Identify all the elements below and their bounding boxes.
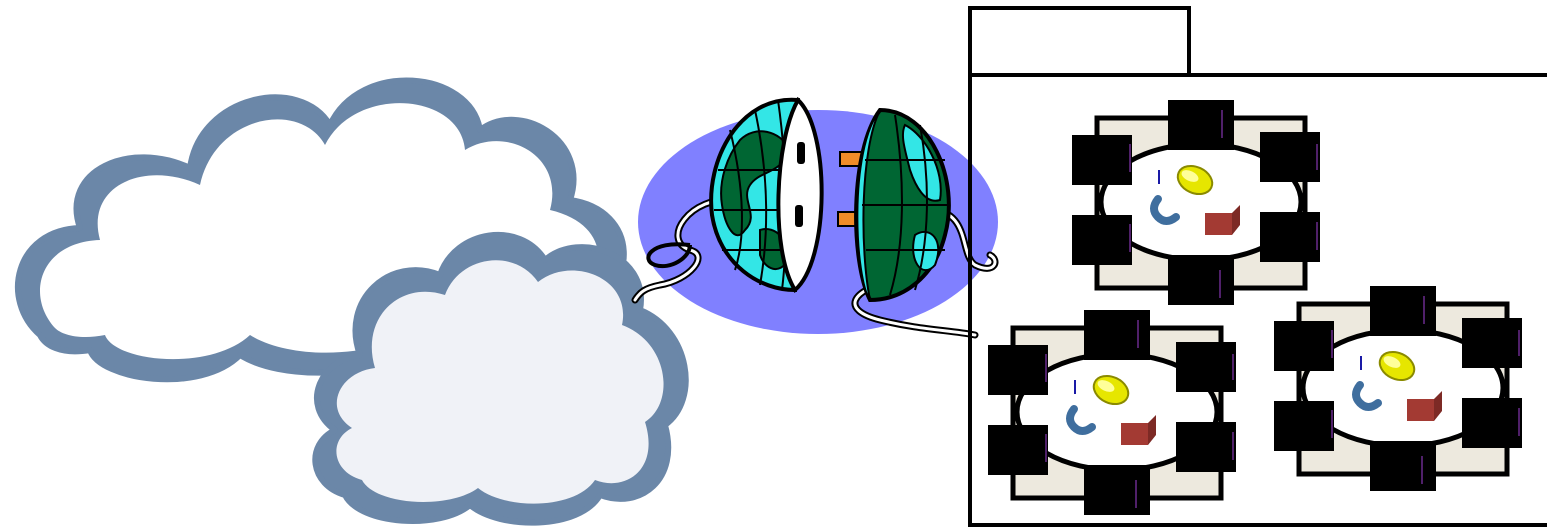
meeting-table-icon (1274, 286, 1522, 491)
meeting-table-icon (1072, 100, 1320, 305)
meeting-table-icon (988, 310, 1236, 515)
room-outline (968, 6, 1547, 527)
cloud-front-icon (312, 232, 689, 526)
globe-plug-icon (631, 96, 999, 339)
